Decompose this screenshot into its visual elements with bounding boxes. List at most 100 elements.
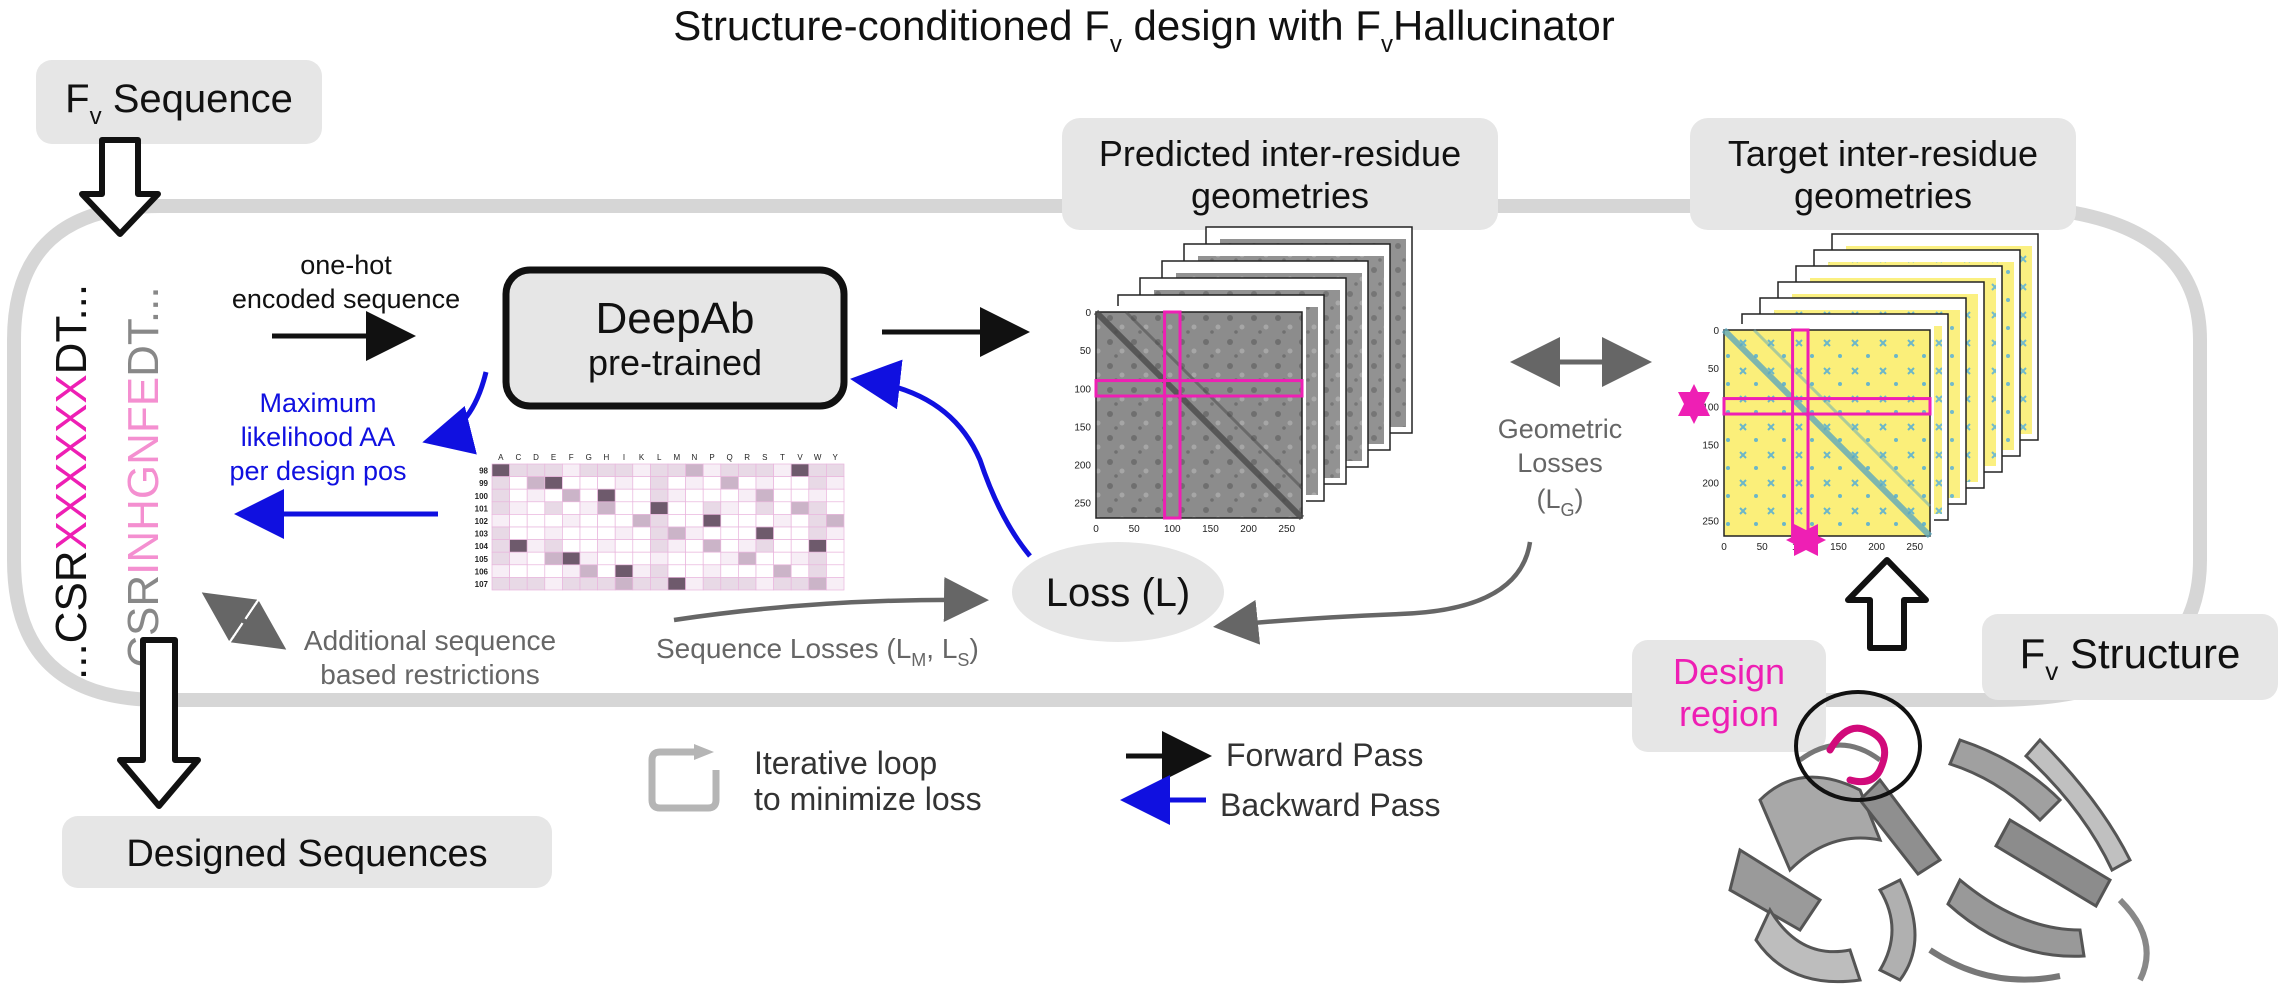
pssm-cell (562, 514, 581, 528)
design-region-loop (1826, 724, 1889, 786)
pssm-column-header: W (814, 453, 822, 462)
target-geometries-line2: geometries (1794, 175, 1972, 216)
pssm-cell (773, 501, 792, 515)
geometric-losses-line1: Geometric (1498, 414, 1623, 444)
design-row-highlight (1722, 397, 1932, 416)
pssm-cell (597, 526, 616, 540)
restrictions-arrow (201, 592, 287, 650)
pssm-cell (702, 463, 722, 477)
pssm-cell (826, 526, 845, 540)
legend-backward-label: Backward Pass (1220, 787, 1441, 823)
pssm-cell (509, 564, 528, 578)
pssm-cell (755, 564, 774, 578)
pssm-cell (650, 501, 669, 515)
pssm-cell (720, 526, 739, 540)
pssm-cell (597, 551, 616, 566)
pssm-cell (526, 476, 546, 490)
pssm-cell (702, 526, 722, 540)
pssm-cell (650, 463, 669, 477)
geometry-x-tick: 0 (1721, 542, 1727, 553)
pssm-cell (491, 564, 510, 578)
pssm-cell (773, 564, 792, 578)
design-region-circle (1794, 690, 1922, 802)
output-hollow-arrow (117, 637, 201, 809)
pssm-cell (562, 463, 581, 477)
pssm-column-header: F (569, 453, 574, 462)
pssm-cell (720, 514, 739, 528)
geometry-y-tick: 50 (1080, 346, 1092, 357)
pssm-cell (650, 476, 669, 490)
geometry-x-tick: 150 (1830, 542, 1847, 553)
geometry-x-tick: 0 (1093, 524, 1099, 535)
geometric-losses-line3: (LG) (1536, 484, 1583, 520)
pssm-cell (526, 539, 546, 553)
pssm-cell (826, 564, 845, 578)
pssm-cell (562, 526, 581, 540)
pssm-cell (544, 463, 563, 477)
pssm-cell (667, 539, 686, 553)
pssm-cell (526, 551, 546, 566)
pssm-cell (720, 539, 739, 553)
pssm-cell (632, 476, 651, 490)
pssm-cell (526, 488, 546, 503)
pssm-cell (773, 514, 792, 528)
fv-structure-ribbon (1728, 724, 2150, 984)
max-likelihood-line3: per design pos (229, 456, 406, 486)
fv-sequence-pill (36, 60, 322, 144)
pssm-cell (685, 476, 704, 490)
pssm-cell (720, 564, 739, 578)
pssm-cell (755, 526, 774, 540)
pssm-cell (509, 501, 528, 515)
pssm-cell (667, 514, 686, 528)
pssm-cell (738, 526, 757, 540)
pssm-cell (685, 514, 704, 528)
pssm-cell (755, 488, 774, 503)
pssm-cell (790, 577, 810, 591)
onehot-label-line1: one-hot (300, 250, 392, 280)
pssm-cell (826, 501, 845, 515)
geometry-offdiagonal (1124, 310, 1304, 490)
pssm-cell (667, 476, 686, 490)
pssm-cell (526, 577, 546, 591)
pssm-cell (509, 539, 528, 553)
pssm-cell (808, 463, 827, 477)
pssm-cell (790, 564, 810, 578)
pssm-cell (597, 539, 616, 553)
structure-hollow-arrow (1845, 557, 1929, 651)
design-column-highlight (1163, 310, 1182, 520)
pssm-cell (614, 577, 634, 591)
backward-arrow-loss-to-deepab (850, 359, 1032, 558)
pssm-cell (509, 488, 528, 503)
pssm-cell (579, 526, 598, 540)
pssm-cell (808, 514, 827, 528)
geometry-x-tick: 150 (1202, 524, 1219, 535)
pssm-cell (685, 564, 704, 578)
pssm-cell (562, 577, 581, 591)
pssm-cell (720, 551, 739, 566)
pssm-cell (562, 488, 581, 503)
fv-sequence-label: Fv Sequence (65, 77, 293, 130)
geometry-y-tick: 150 (1702, 440, 1719, 451)
pssm-cell (544, 539, 563, 553)
pssm-cell (526, 526, 546, 540)
pssm-cell (650, 539, 669, 553)
pssm-cell (667, 501, 686, 515)
pssm-cell (491, 551, 510, 566)
pssm-column-header: M (673, 453, 680, 462)
pssm-cell (702, 514, 722, 528)
pssm-row-header: 102 (475, 517, 489, 526)
pssm-column-header: G (586, 453, 592, 462)
pssm-row-header: 104 (475, 542, 489, 551)
pssm-cell (738, 551, 757, 566)
pssm-cell (790, 501, 810, 515)
pssm-cell (614, 539, 634, 553)
pssm-cell (685, 577, 704, 591)
pssm-row-header: 98 (479, 467, 488, 476)
pssm-cell (738, 577, 757, 591)
pssm-column-header: C (516, 453, 522, 462)
pssm-cell (650, 577, 669, 591)
pssm-cell (632, 526, 651, 540)
legend-loop-line2: to minimize loss (754, 781, 982, 817)
